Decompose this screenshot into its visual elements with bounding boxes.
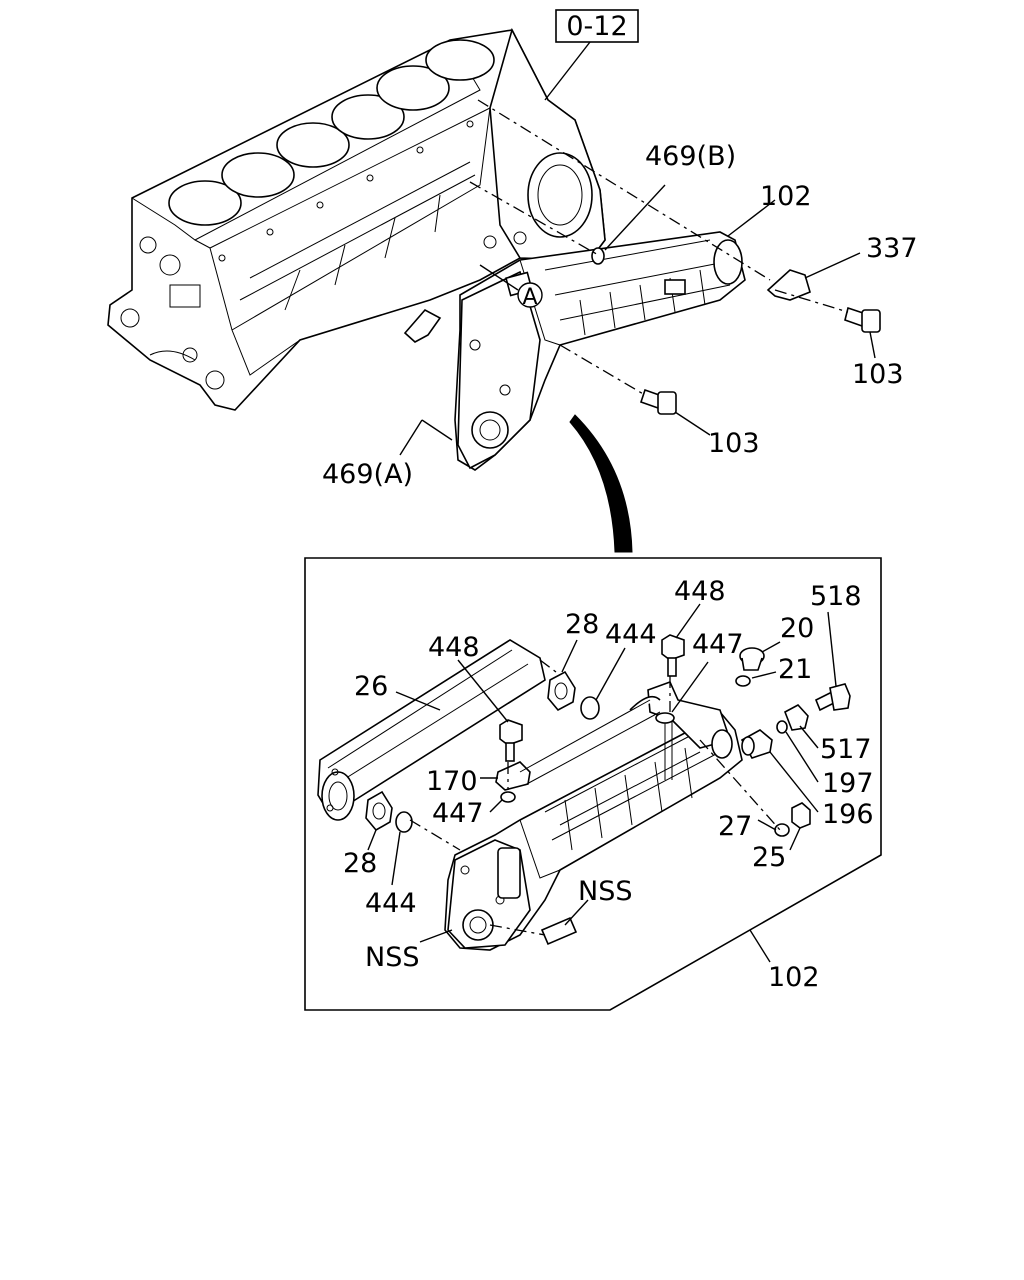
label-444-top: 444 xyxy=(605,619,657,650)
bolt-448-left xyxy=(499,719,523,762)
label-20: 20 xyxy=(780,613,814,644)
bolt-103-right xyxy=(844,306,881,333)
label-447-top: 447 xyxy=(692,629,744,660)
callout-a: A xyxy=(479,264,543,310)
gasket-28-top xyxy=(547,670,576,712)
label-447-left: 447 xyxy=(432,798,484,829)
label-26: 26 xyxy=(354,671,388,702)
label-337: 337 xyxy=(866,233,918,264)
bracket-337 xyxy=(766,269,811,301)
label-nss-right: NSS xyxy=(578,876,632,907)
bolt-518 xyxy=(814,683,851,712)
label-517: 517 xyxy=(820,734,872,765)
label-448-left: 448 xyxy=(428,632,480,663)
label-170: 170 xyxy=(426,766,478,797)
washer-447-left xyxy=(500,791,516,803)
gasket-469b xyxy=(591,247,605,265)
label-196: 196 xyxy=(822,799,874,830)
label-469b: 469(B) xyxy=(645,141,736,172)
label-103-mid: 103 xyxy=(708,428,760,459)
cylinder-block xyxy=(107,27,606,411)
detail-arrow xyxy=(569,414,633,553)
fitting-517 xyxy=(783,703,809,731)
ref-box-label: 0-12 xyxy=(566,11,627,42)
connector-196 xyxy=(740,729,773,759)
reference-box: 0-12 xyxy=(544,9,639,101)
label-197: 197 xyxy=(822,768,874,799)
bolt-103-mid xyxy=(639,388,677,415)
label-25: 25 xyxy=(752,842,786,873)
gasket-469a xyxy=(403,308,442,343)
label-444-bottom: 444 xyxy=(365,888,417,919)
label-nss-left: NSS xyxy=(365,942,419,973)
egr-cooler-housing xyxy=(444,680,743,951)
label-448-right: 448 xyxy=(674,576,726,607)
nut-25 xyxy=(791,802,811,829)
nss-plate xyxy=(540,916,578,946)
label-103-right: 103 xyxy=(852,359,904,390)
label-28-bottom: 28 xyxy=(343,848,377,879)
label-469a: 469(A) xyxy=(322,459,413,490)
washer-447-top xyxy=(655,712,675,724)
washer-27 xyxy=(774,823,790,837)
oring-444-bottom xyxy=(395,811,413,833)
cooler-core-26 xyxy=(317,639,546,821)
label-102-bottom: 102 xyxy=(768,962,820,993)
label-21: 21 xyxy=(778,654,812,685)
oring-444-top xyxy=(580,696,600,720)
label-518: 518 xyxy=(810,581,862,612)
bolt-448-right xyxy=(661,634,685,677)
callout-a-label: A xyxy=(522,285,537,310)
gasket-28-bottom xyxy=(365,790,393,832)
label-102-top: 102 xyxy=(760,181,812,212)
label-27: 27 xyxy=(718,811,752,842)
plug-20 xyxy=(739,647,765,671)
washer-197 xyxy=(776,720,788,734)
washer-21 xyxy=(735,675,751,687)
label-28-top: 28 xyxy=(565,609,599,640)
detail-frame xyxy=(304,557,882,1011)
